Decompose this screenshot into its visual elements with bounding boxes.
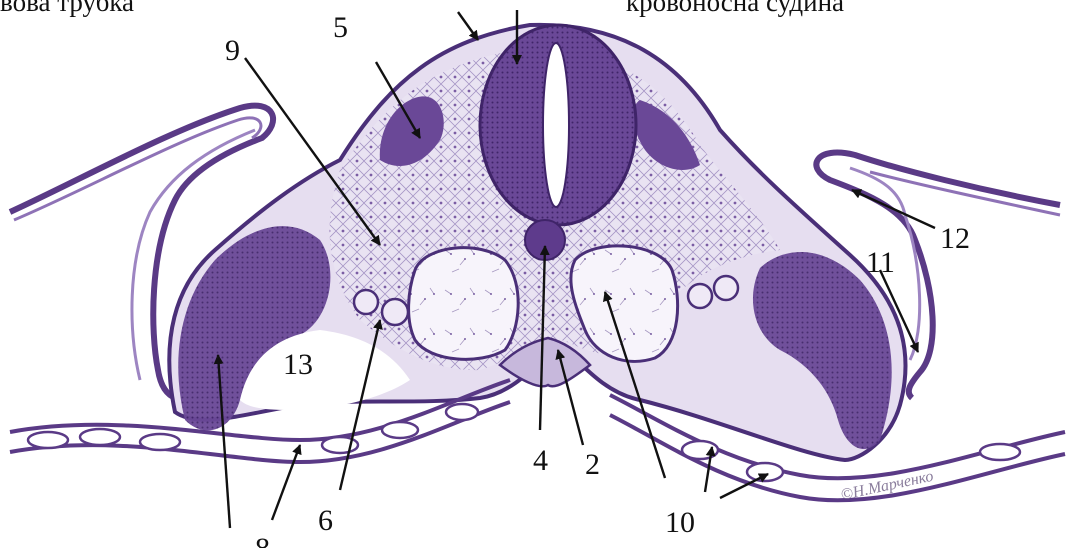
label-2: 2 (585, 448, 600, 481)
label-6: 6 (318, 504, 333, 537)
label-4: 4 (533, 444, 548, 477)
label-11: 11 (866, 246, 895, 279)
label-12: 12 (940, 222, 970, 255)
caption-top-right: кровоносна судина (626, 0, 844, 17)
neural-tube (480, 25, 636, 225)
caption-top-left: вова трубка (0, 0, 134, 17)
label-9: 9 (225, 34, 240, 67)
label-13: 13 (283, 348, 313, 381)
label-5: 5 (333, 11, 348, 44)
label-10: 10 (665, 506, 695, 539)
label-8: 8 (255, 532, 270, 548)
